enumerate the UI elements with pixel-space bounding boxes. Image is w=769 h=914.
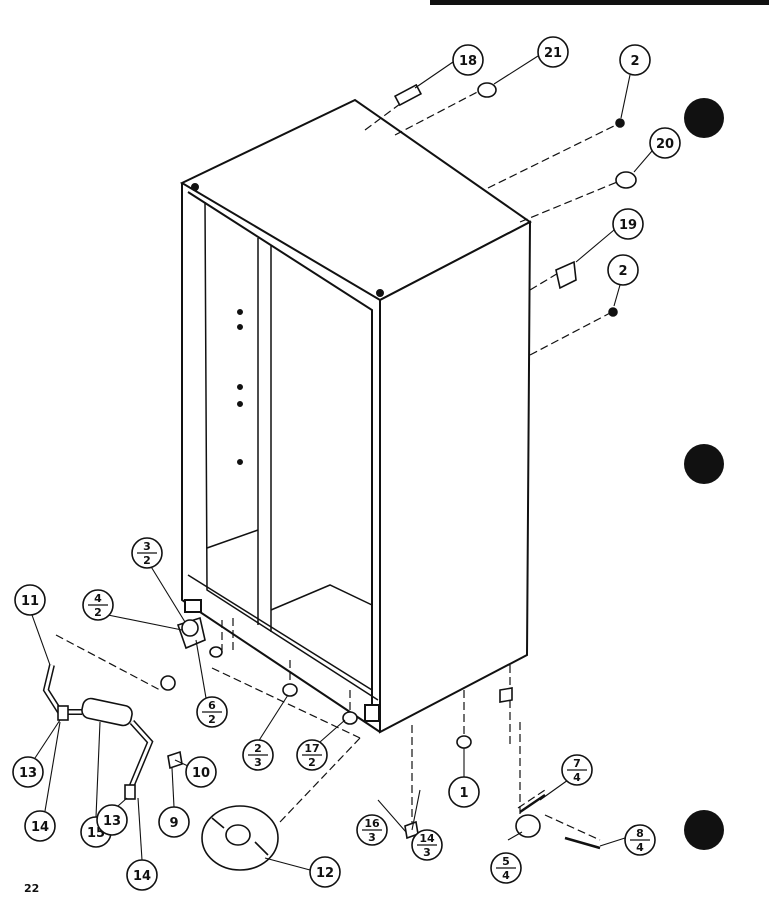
callout-9-label: 9 [169, 816, 178, 831]
callout-2-middle: 2 [607, 254, 639, 286]
callout-21: 21 [537, 36, 569, 68]
callout-11: 11 [14, 584, 46, 616]
callout-9: 9 [158, 806, 190, 838]
callout-3-2: 3 2 [131, 537, 163, 569]
callout-17-2: 17 2 [296, 739, 328, 771]
page-number: 22 [24, 882, 40, 895]
callout-8-4: 8 4 [624, 824, 656, 856]
callout-1: 1 [448, 776, 480, 808]
callout-16-3-bottom: 3 [368, 831, 376, 844]
callout-14-3-bottom: 3 [423, 846, 431, 859]
callout-6-2: 6 2 [196, 696, 228, 728]
callout-11-label: 11 [21, 594, 39, 609]
callout-13-right: 13 [96, 804, 128, 836]
callout-3-2-top: 3 [143, 540, 151, 553]
callout-2-3-top: 2 [254, 742, 262, 755]
callout-6-2-bottom: 2 [208, 713, 216, 726]
callout-10-label: 10 [192, 766, 210, 781]
callout-17-2-bottom: 2 [308, 756, 316, 769]
callout-7-4: 7 4 [561, 754, 593, 786]
callout-2-middle-label: 2 [618, 264, 627, 279]
callout-14-left: 14 [24, 810, 56, 842]
parts [42, 82, 637, 871]
callout-8-4-top: 8 [636, 827, 644, 840]
callout-19: 19 [612, 208, 644, 240]
callout-13-left: 13 [12, 756, 44, 788]
callout-14-3-top: 14 [419, 832, 435, 845]
callout-5-4-bottom: 4 [502, 869, 510, 882]
callout-4-2-top: 4 [94, 592, 102, 605]
callout-16-3-top: 16 [364, 817, 380, 830]
callout-20-label: 20 [656, 137, 674, 152]
fraction-callouts: 3 2 4 2 6 2 2 3 17 2 [82, 537, 656, 884]
callout-13-right-label: 13 [103, 814, 121, 829]
callout-13-left-label: 13 [19, 766, 37, 781]
callout-20: 20 [649, 127, 681, 159]
callout-14-right-label: 14 [133, 869, 151, 884]
binder-hole-top [684, 98, 724, 138]
callout-14-left-label: 14 [31, 820, 49, 835]
callout-17-2-top: 17 [304, 742, 319, 755]
callout-5-4: 5 4 [490, 852, 522, 884]
callout-21-label: 21 [544, 46, 562, 61]
callout-14-right: 14 [126, 859, 158, 891]
callout-8-4-bottom: 4 [636, 841, 644, 854]
callout-2-top-label: 2 [630, 54, 639, 69]
callout-10: 10 [185, 756, 217, 788]
callout-1-label: 1 [459, 786, 468, 801]
callout-18: 18 [452, 44, 484, 76]
callouts: 18 21 2 20 19 2 11 13 [12, 36, 681, 891]
callout-leaders [31, 55, 653, 871]
callout-2-3: 2 3 [242, 739, 274, 771]
callout-6-2-top: 6 [208, 699, 216, 712]
top-edge-bar [430, 0, 769, 5]
callout-16-3: 16 3 [356, 814, 388, 846]
callout-5-4-top: 5 [502, 855, 510, 868]
callout-19-label: 19 [619, 218, 637, 233]
callout-18-label: 18 [459, 54, 477, 69]
callout-7-4-top: 7 [573, 757, 581, 770]
callout-7-4-bottom: 4 [573, 771, 581, 784]
callout-14-3: 14 3 [411, 829, 443, 861]
callout-3-2-bottom: 2 [143, 554, 151, 567]
callout-4-2-bottom: 2 [94, 606, 102, 619]
callout-2-3-bottom: 3 [254, 756, 262, 769]
callout-4-2: 4 2 [82, 589, 114, 621]
callout-12: 12 [309, 856, 341, 888]
refrigerator-cabinet [179, 98, 532, 734]
binder-hole-bottom [684, 810, 724, 850]
binder-hole-middle [684, 444, 724, 484]
callout-12-label: 12 [316, 866, 334, 881]
callout-2-top: 2 [619, 44, 651, 76]
